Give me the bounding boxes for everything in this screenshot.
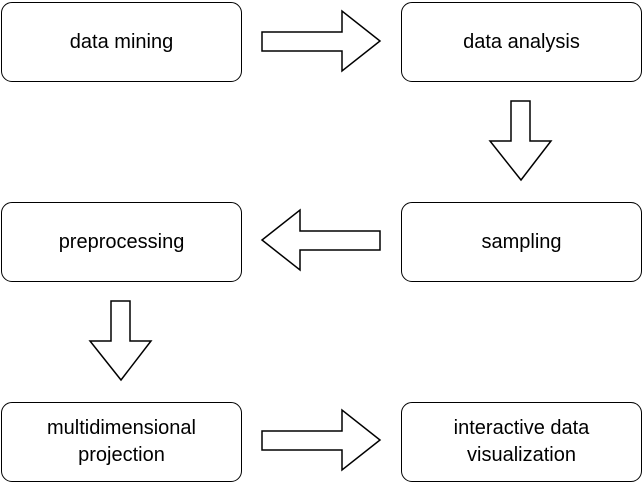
step-label: multidimensional projection [47,417,196,466]
step-multidimensional-projection: multidimensional projection [1,402,242,482]
step-data-analysis: data analysis [401,2,642,82]
step-data-mining: data mining [1,2,242,82]
arrow-right-icon [261,9,382,73]
step-label: preprocessing [58,230,185,253]
arrow-left-icon [260,208,381,272]
step-label: data analysis [463,30,580,53]
step-interactive-data-visualization: interactive data visualization [401,402,642,482]
arrow-right-icon [261,408,382,472]
step-sampling: sampling [401,202,642,282]
step-preprocessing: preprocessing [1,202,242,282]
arrow-down-icon [88,300,153,382]
step-label: sampling [481,230,562,253]
step-label: data mining [69,30,174,53]
step-label: interactive data visualization [453,417,590,466]
arrow-down-icon [488,100,553,182]
